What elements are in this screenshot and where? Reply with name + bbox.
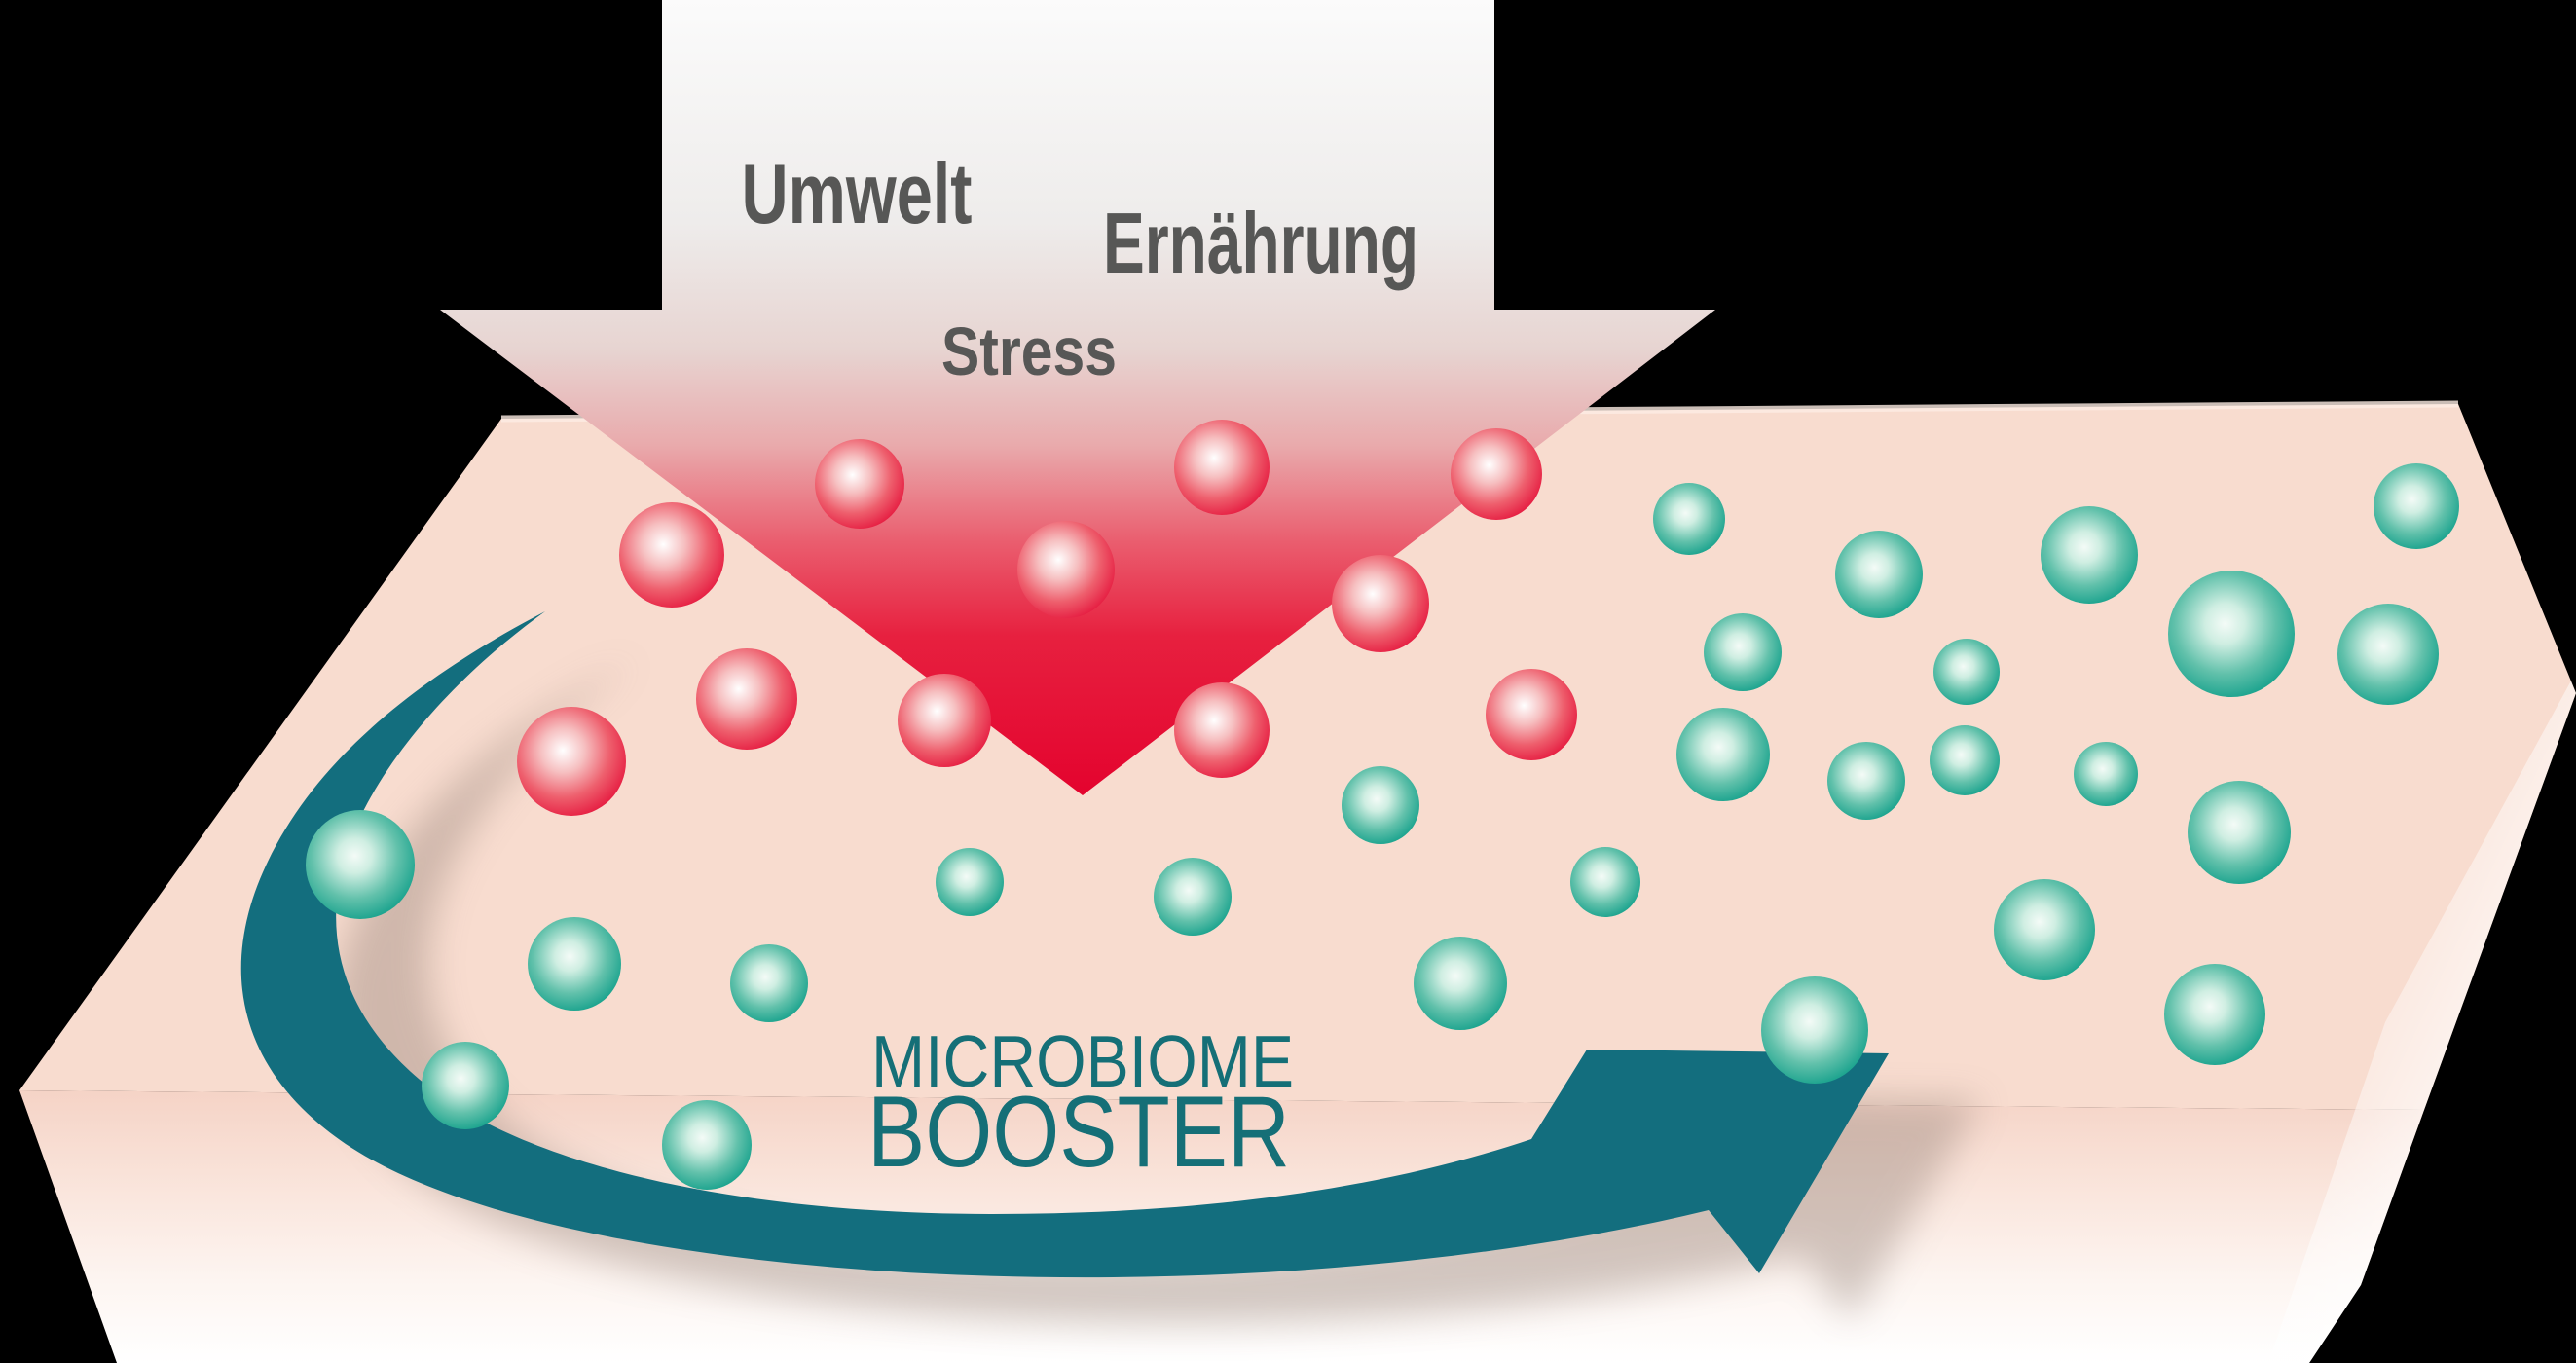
stressor-arrow-icon (440, 0, 1715, 795)
good-bacterium (1342, 766, 1419, 844)
bad-bacterium (1174, 420, 1270, 515)
bad-bacterium (1174, 682, 1270, 778)
good-bacterium (1676, 708, 1770, 801)
good-bacterium (422, 1042, 509, 1129)
bad-bacterium (898, 674, 991, 767)
good-bacterium (1761, 976, 1868, 1084)
good-bacterium (1827, 742, 1905, 820)
label-microbiome: MICROBIOME (871, 1020, 1294, 1102)
bad-bacterium (1451, 428, 1542, 520)
good-bacterium (1930, 725, 2000, 795)
label-stress: Stress (941, 313, 1117, 389)
good-bacterium (1570, 847, 1640, 917)
good-bacterium (662, 1100, 752, 1190)
bad-bacterium (619, 502, 724, 608)
good-bacterium (2074, 742, 2138, 806)
good-bacterium (2168, 571, 2295, 697)
good-bacterium (2374, 463, 2459, 549)
good-bacterium (528, 917, 621, 1011)
bad-bacterium (815, 439, 904, 529)
bad-bacterium (1017, 521, 1115, 618)
good-bacterium (1704, 613, 1782, 691)
good-bacterium (1994, 879, 2095, 980)
good-bacterium (2041, 506, 2138, 604)
bad-bacterium (517, 707, 626, 816)
bad-bacterium (1486, 669, 1577, 760)
good-bacterium (2164, 964, 2265, 1065)
bad-bacterium (696, 648, 797, 750)
good-bacterium (1653, 483, 1725, 555)
label-umwelt: Umwelt (742, 145, 973, 241)
good-bacterium (1154, 858, 1232, 936)
good-bacterium (1933, 639, 2000, 705)
good-bacterium (936, 848, 1004, 916)
label-ernaehrung: Ernährung (1103, 195, 1418, 291)
good-bacterium (306, 810, 415, 919)
good-bacterium (730, 944, 808, 1022)
label-booster: BOOSTER (867, 1076, 1290, 1189)
good-bacteria-group (306, 463, 2459, 1190)
good-bacterium (2337, 604, 2439, 705)
good-bacterium (2188, 781, 2291, 884)
bad-bacteria-group (517, 420, 1577, 816)
good-bacterium (1835, 531, 1923, 618)
bad-bacterium (1332, 555, 1429, 652)
good-bacterium (1414, 937, 1507, 1030)
